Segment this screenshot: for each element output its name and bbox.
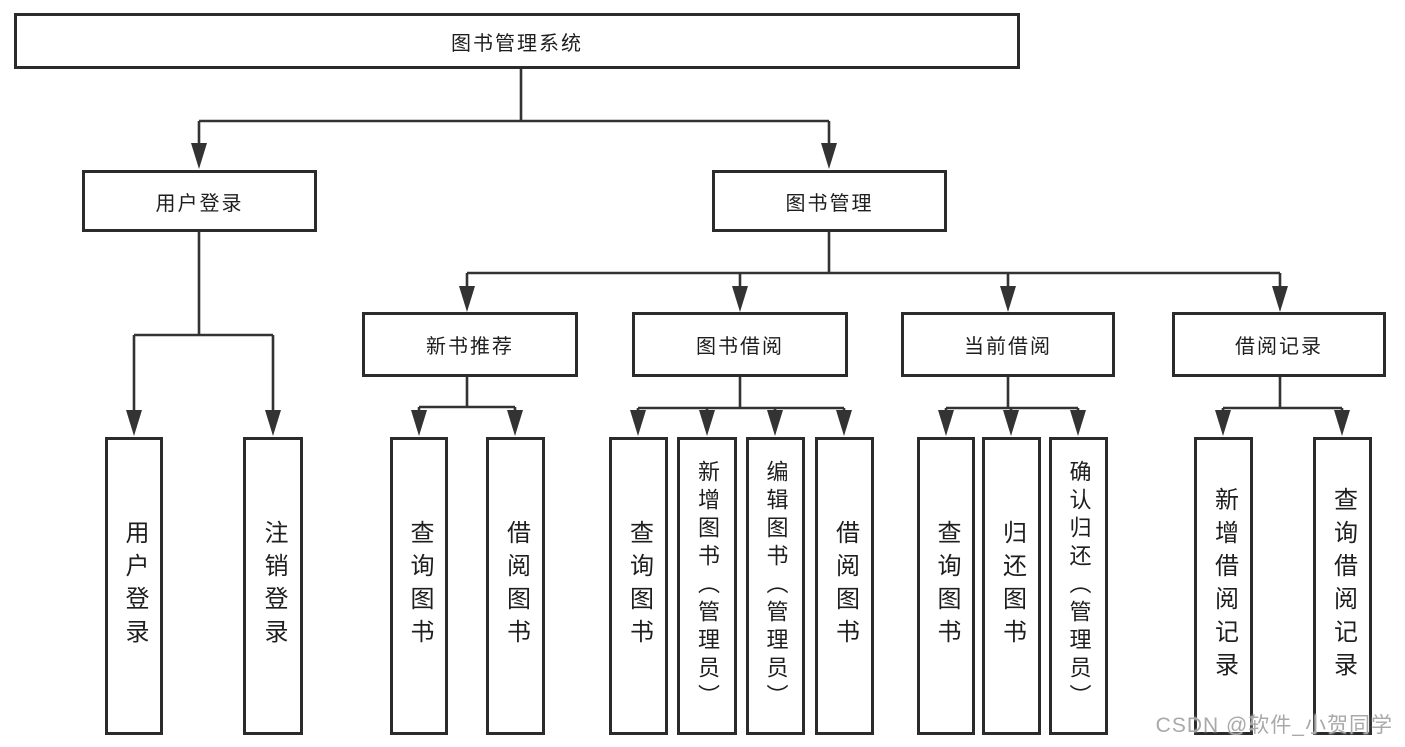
node-label: 新增图书（管理员）	[695, 460, 720, 712]
node-new-book-recommend: 新书推荐	[362, 312, 578, 377]
node-label: 查询借阅记录	[1329, 487, 1357, 685]
node-label: 查询图书	[625, 520, 653, 652]
node-label: 确认归还（管理员）	[1066, 460, 1092, 712]
node-book-management: 图书管理	[712, 170, 947, 232]
node-label: 归还图书	[998, 520, 1026, 652]
node-current-borrow: 当前借阅	[901, 312, 1115, 377]
node-leaf-logout: 注销登录	[243, 437, 303, 735]
node-label: 图书管理系统	[451, 32, 583, 55]
node-label: 图书管理	[785, 192, 874, 215]
node-label: 注销登录	[260, 520, 287, 652]
node-leaf-query-books-2: 查询图书	[609, 437, 668, 735]
node-label: 新书推荐	[426, 336, 514, 358]
node-leaf-query-borrow-record: 查询借阅记录	[1313, 437, 1372, 735]
node-leaf-borrow-books: 借阅图书	[486, 437, 545, 735]
node-leaf-user-login: 用户登录	[105, 437, 163, 735]
csdn-watermark: CSDN @软件_小贺同学	[1155, 714, 1393, 737]
node-book-borrow: 图书借阅	[632, 312, 848, 377]
node-label: 借阅记录	[1235, 336, 1323, 358]
node-leaf-confirm-return-admin: 确认归还（管理员）	[1049, 437, 1108, 735]
node-leaf-add-borrow-record: 新增借阅记录	[1194, 437, 1253, 735]
node-label: 查询图书	[406, 520, 433, 652]
node-leaf-query-books: 查询图书	[390, 437, 448, 735]
node-label: 编辑图书（管理员）	[763, 460, 789, 712]
node-label: 借阅图书	[831, 520, 859, 652]
node-leaf-add-books-admin: 新增图书（管理员）	[677, 437, 737, 735]
node-leaf-return-books: 归还图书	[982, 437, 1041, 735]
node-leaf-borrow-books-2: 借阅图书	[815, 437, 874, 735]
node-label: 用户登录	[155, 192, 244, 215]
node-root-system: 图书管理系统	[14, 13, 1020, 69]
node-user-login: 用户登录	[82, 170, 317, 232]
node-label: 查询图书	[933, 520, 960, 652]
node-label: 图书借阅	[696, 336, 784, 358]
node-label: 当前借阅	[964, 336, 1052, 358]
node-leaf-query-books-3: 查询图书	[917, 437, 975, 735]
node-borrow-records: 借阅记录	[1172, 312, 1386, 377]
node-label: 用户登录	[121, 520, 148, 652]
node-leaf-edit-books-admin: 编辑图书（管理员）	[746, 437, 805, 735]
node-label: 借阅图书	[502, 520, 530, 652]
node-label: 新增借阅记录	[1210, 487, 1238, 685]
